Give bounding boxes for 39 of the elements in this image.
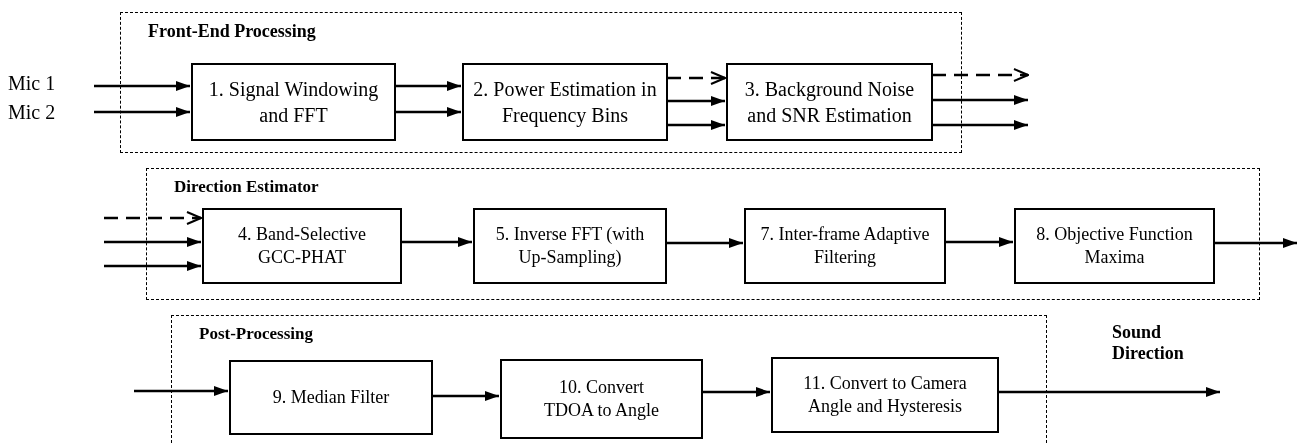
arrow: [667, 120, 725, 130]
arrow: [104, 237, 201, 247]
process-box: 8. Objective Function Maxima: [1014, 208, 1215, 284]
arrow: [666, 238, 743, 248]
arrow: [94, 107, 190, 117]
process-box: 3. Background Noise and SNR Estimation: [726, 63, 933, 141]
arrow: [998, 387, 1220, 397]
arrow: [104, 261, 201, 271]
arrow: [932, 120, 1028, 130]
arrow: [395, 107, 461, 117]
group-frame: [120, 12, 962, 153]
dashed-arrow: [104, 211, 202, 225]
group-title: Post-Processing: [199, 324, 313, 344]
process-box: 5. Inverse FFT (with Up-Sampling): [473, 208, 667, 284]
arrow: [945, 237, 1013, 247]
arrow: [395, 81, 461, 91]
process-box: 7. Inter-frame Adaptive Filtering: [744, 208, 946, 284]
arrow: [432, 391, 499, 401]
arrow: [932, 95, 1028, 105]
process-box: 10. Convert TDOA to Angle: [500, 359, 703, 439]
process-box: 9. Median Filter: [229, 360, 433, 435]
input-label: Mic 1: [8, 70, 94, 96]
arrow: [94, 81, 190, 91]
arrow: [1214, 238, 1297, 248]
dashed-arrow: [667, 71, 726, 85]
process-box: 1. Signal Windowing and FFT: [191, 63, 396, 141]
process-box: 4. Band-Selective GCC-PHAT: [202, 208, 402, 284]
process-box: 11. Convert to Camera Angle and Hysteresis: [771, 357, 999, 433]
group-frame: [171, 315, 1047, 443]
group-title: Front-End Processing: [148, 21, 316, 42]
arrow: [702, 387, 770, 397]
group-title: Direction Estimator: [174, 177, 319, 197]
input-label: Mic 2: [8, 99, 94, 125]
dashed-arrow: [932, 68, 1029, 82]
arrow: [401, 237, 472, 247]
group-frame: [146, 168, 1260, 300]
arrow: [667, 96, 725, 106]
arrow: [134, 386, 228, 396]
process-box: 2. Power Estimation in Frequency Bins: [462, 63, 668, 141]
